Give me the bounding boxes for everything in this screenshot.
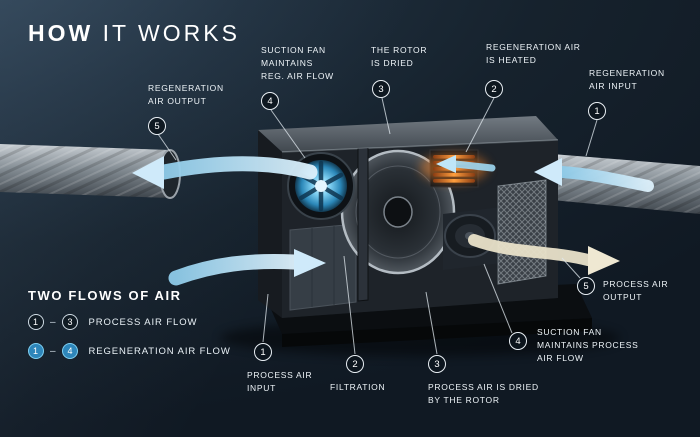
airflow-arrows <box>132 155 654 286</box>
process-output-arrow <box>468 234 620 275</box>
filter-mesh <box>497 179 547 285</box>
callout-label-filtration: FILTRATION <box>330 382 386 392</box>
callout-number-3-top: 3 <box>372 80 390 98</box>
leader-line <box>343 255 356 355</box>
leader-line <box>561 257 581 279</box>
callout-number-3-bottom: 3 <box>428 355 446 373</box>
legend-row-regeneration-air-flow: 1 – 4 REGENERATION AIR FLOW <box>28 343 231 359</box>
leader-line <box>262 293 269 343</box>
leader-line <box>585 119 598 157</box>
callout-label-reg-air-input: REGENERATION AIR INPUT <box>589 68 665 91</box>
heater-flow-arrow <box>436 155 496 173</box>
callout-number-4-bottom: 4 <box>509 332 527 350</box>
leader-line <box>381 97 391 135</box>
legend-row-process-air-flow: 1 – 3 PROCESS AIR FLOW <box>28 314 197 330</box>
callout-label-rotor-dried: THE ROTOR IS DRIED <box>371 45 428 68</box>
leader-line <box>483 263 513 334</box>
reg-output-arrow <box>132 156 318 189</box>
callout-number-5-bottom: 5 <box>577 277 595 295</box>
callout-leader-lines <box>157 97 598 355</box>
callout-number-5-top: 5 <box>148 117 166 135</box>
leader-line <box>270 109 306 159</box>
rotor-disc <box>340 149 456 275</box>
legend-separator: – <box>50 345 57 357</box>
divider-panel <box>357 140 369 302</box>
leader-line <box>157 133 177 161</box>
callout-label-reg-air-output: REGENERATION AIR OUTPUT <box>148 83 224 106</box>
title-bold: HOW <box>28 20 94 46</box>
callout-number-4-top: 4 <box>261 92 279 110</box>
callout-label-process-air-dried: PROCESS AIR IS DRIED BY THE ROTOR <box>428 382 539 405</box>
callout-label-process-air-output: PROCESS AIR OUTPUT <box>603 279 669 302</box>
legend-separator: – <box>50 316 57 328</box>
callout-label-reg-air-heated: REGENERATION AIR IS HEATED <box>486 42 581 65</box>
callout-number-1-bottom: 1 <box>254 343 272 361</box>
callout-number-2-top: 2 <box>485 80 503 98</box>
callout-label-process-air-input: PROCESS AIR INPUT <box>247 370 313 393</box>
callout-number-1-top: 1 <box>588 102 606 120</box>
callout-number-2-bottom: 2 <box>346 355 364 373</box>
legend-label-regeneration: REGENERATION AIR FLOW <box>88 345 231 357</box>
legend-circle-3: 3 <box>62 314 79 330</box>
left-duct <box>0 144 181 199</box>
leader-line <box>425 291 438 355</box>
leader-line <box>465 97 495 153</box>
process-input-arrow <box>168 249 326 286</box>
page-title: HOW IT WORKS <box>28 20 240 47</box>
reg-input-arrow <box>534 158 654 192</box>
callout-label-suction-fan-reg: SUCTION FAN MAINTAINS REG. AIR FLOW <box>261 45 334 81</box>
title-rest: IT WORKS <box>93 20 240 46</box>
callout-label-suction-fan-process: SUCTION FAN MAINTAINS PROCESS AIR FLOW <box>537 327 639 363</box>
legend-circle-1b: 1 <box>28 343 44 359</box>
unit-left-face <box>258 130 282 318</box>
legend-circle-4: 4 <box>62 343 79 359</box>
legend-label-process: PROCESS AIR FLOW <box>88 316 198 328</box>
legend-title: TWO FLOWS OF AIR <box>28 288 182 303</box>
legend-circle-1: 1 <box>28 314 44 330</box>
